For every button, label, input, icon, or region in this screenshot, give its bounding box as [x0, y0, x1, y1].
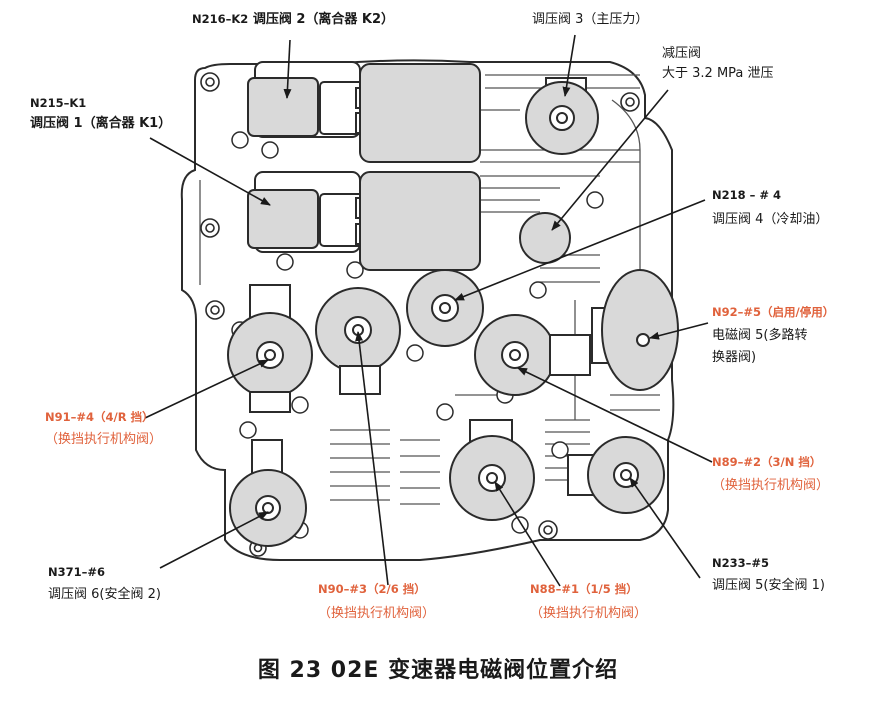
label-n371-code: N371–#6 — [48, 565, 106, 579]
label-n216-name: 调压阀 2（离合器 K2） — [252, 12, 395, 27]
label-n216-code: N216–K2 — [192, 12, 249, 26]
leader-n215 — [149, 137, 271, 206]
leader-n89 — [517, 367, 713, 463]
label-n92-line2: 换器阀) — [712, 350, 757, 365]
label-n92-line1: 电磁阀 5(多路转 — [712, 328, 808, 343]
label-n233-name: 调压阀 5(安全阀 1) — [712, 578, 825, 593]
valve-n89 — [474, 314, 591, 396]
label-relief-line1: 减压阀 — [662, 46, 702, 61]
label-n89-code: N89–#2（3/N 挡） — [712, 455, 822, 469]
leader-n216 — [283, 39, 292, 99]
label-n218-name: 调压阀 4（冷却油） — [712, 212, 829, 227]
label-n89-name: （换挡执行机构阀） — [712, 478, 830, 493]
label-n371-name: 调压阀 6(安全阀 2) — [48, 587, 161, 602]
leader-relief — [551, 89, 669, 231]
figure-caption: 图 23 02E 变速器电磁阀位置介绍 — [257, 658, 619, 683]
solenoid-n216 — [247, 61, 481, 163]
solenoid-n92 — [591, 269, 679, 391]
label-n91-name: （换挡执行机构阀） — [45, 432, 163, 447]
leader-lines — [144, 34, 713, 587]
label-n88-name: （换挡执行机构阀） — [530, 606, 648, 621]
label-n218-code: N218 – # 4 — [712, 188, 782, 202]
label-n88-code: N88–#1（1/5 挡） — [530, 582, 638, 596]
valve-body-channels — [199, 74, 660, 536]
label-n215-name: 调压阀 1（离合器 K1） — [30, 116, 172, 131]
leader-n90 — [355, 331, 389, 586]
valve-main-pressure — [525, 77, 599, 155]
label-n215-code: N215–K1 — [30, 96, 87, 110]
leader-n371 — [159, 511, 269, 569]
leader-n218 — [454, 199, 706, 301]
valve-n218 — [406, 269, 484, 347]
label-n216: N216–K2 调压阀 2（离合器 K2） — [192, 12, 394, 28]
valve-n91 — [227, 284, 313, 413]
label-relief-line2: 大于 3.2 MPa 泄压 — [662, 66, 774, 81]
label-n233-code: N233–#5 — [712, 556, 770, 570]
relief-valve — [519, 212, 571, 264]
label-n90-code: N90–#3（2/6 挡） — [318, 582, 426, 596]
label-n90-name: （换挡执行机构阀） — [318, 606, 436, 621]
label-main-pressure: 调压阀 3（主压力） — [532, 12, 649, 27]
valve-n371 — [229, 439, 307, 547]
leader-n92 — [649, 322, 709, 340]
label-n92-code: N92–#5（启用/停用） — [712, 305, 835, 319]
label-n91-code: N91–#4（4/R 挡） — [45, 410, 154, 424]
valve-n90 — [315, 287, 401, 395]
leader-n88 — [494, 481, 561, 587]
valve-n88 — [449, 419, 535, 521]
leader-n233 — [629, 477, 701, 579]
leader-main-pressure — [562, 34, 576, 97]
valve-n233 — [567, 436, 665, 514]
leader-n91 — [144, 359, 269, 419]
